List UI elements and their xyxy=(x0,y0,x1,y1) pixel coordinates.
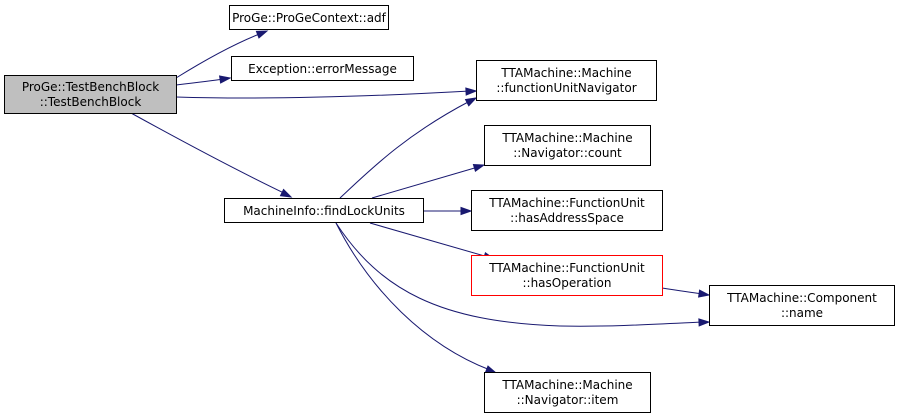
edge-testbenchblock-to-fu-navigator-arrowhead xyxy=(465,87,478,96)
node-component-name-line-1: TTAMachine::Component xyxy=(726,291,877,305)
node-functionunit-hasaddressspace-line-2: ::hasAddressSpace xyxy=(510,211,624,225)
edge-findlockunits-to-count-arrowhead xyxy=(472,163,486,173)
node-navigator-count-line-1: TTAMachine::Machine xyxy=(501,131,632,145)
node-functionunit-hasaddressspace-box xyxy=(471,190,663,231)
edge-findlockunits-to-count xyxy=(371,166,479,199)
nodes-layer: ProGe::TestBenchBlock ::TestBenchBlock P… xyxy=(4,5,895,413)
edge-testbenchblock-to-errormessage xyxy=(175,78,225,86)
node-exception-errormessage[interactable]: Exception::errorMessage xyxy=(231,56,414,81)
node-functionunit-hasaddressspace-line-1: TTAMachine::FunctionUnit xyxy=(488,196,645,210)
edge-findlockunits-to-navigatoritem xyxy=(335,222,491,371)
node-functionunit-hasoperation-box xyxy=(471,255,663,296)
edge-findlockunits-to-hasaddressspace-arrowhead xyxy=(460,206,473,216)
edge-testbenchblock-to-findlockunits xyxy=(130,112,287,195)
node-machineinfo-findlockunits-label: MachineInfo::findLockUnits xyxy=(243,204,405,218)
node-machine-functionunitnavigator-box xyxy=(476,60,657,101)
node-progecontext-adf-label: ProGe::ProGeContext::adf xyxy=(232,11,387,25)
node-navigator-item-line-1: TTAMachine::Machine xyxy=(501,378,632,392)
edge-hasoperation-to-componentname-arrowhead xyxy=(698,289,711,298)
edge-testbenchblock-to-adf-arrowhead xyxy=(255,30,269,39)
node-component-name-box xyxy=(709,285,895,326)
edge-findlockunits-to-hasoperation xyxy=(369,222,489,258)
node-testbenchblock-line-2: ::TestBenchBlock xyxy=(40,95,142,109)
node-exception-errormessage-box xyxy=(231,56,414,81)
node-machineinfo-findlockunits-box xyxy=(224,198,424,223)
edge-findlockunits-to-componentname-arrowhead xyxy=(698,318,711,327)
node-exception-errormessage-label: Exception::errorMessage xyxy=(248,62,397,76)
node-navigator-count-line-2: ::Navigator::count xyxy=(513,146,622,160)
node-functionunit-hasoperation[interactable]: TTAMachine::FunctionUnit ::hasOperation xyxy=(471,255,663,296)
node-machineinfo-findlockunits[interactable]: MachineInfo::findLockUnits xyxy=(224,198,424,223)
edges-layer xyxy=(130,30,711,374)
node-navigator-item[interactable]: TTAMachine::Machine ::Navigator::item xyxy=(484,372,651,413)
edge-findlockunits-to-componentname xyxy=(335,222,704,327)
edge-findlockunits-to-navigatoritem-arrowhead xyxy=(484,365,498,374)
edge-testbenchblock-to-fu-navigator xyxy=(175,90,471,99)
node-navigator-item-box xyxy=(484,372,651,413)
edge-testbenchblock-to-errormessage-arrowhead xyxy=(218,75,232,84)
node-navigator-count-box xyxy=(484,125,651,166)
node-component-name[interactable]: TTAMachine::Component ::name xyxy=(709,285,895,326)
edge-findlockunits-to-fu-navigator xyxy=(339,100,471,199)
node-navigator-item-line-2: ::Navigator::item xyxy=(517,393,619,407)
node-testbenchblock-box xyxy=(4,75,177,114)
node-functionunit-hasoperation-line-1: TTAMachine::FunctionUnit xyxy=(488,261,645,275)
edge-testbenchblock-to-findlockunits-arrowhead xyxy=(279,188,293,198)
node-testbenchblock-line-1: ProGe::TestBenchBlock xyxy=(22,80,159,94)
node-progecontext-adf[interactable]: ProGe::ProGeContext::adf xyxy=(229,5,389,30)
node-testbenchblock[interactable]: ProGe::TestBenchBlock ::TestBenchBlock xyxy=(4,75,177,114)
node-navigator-count[interactable]: TTAMachine::Machine ::Navigator::count xyxy=(484,125,651,166)
node-component-name-line-2: ::name xyxy=(781,306,823,320)
node-functionunit-hasoperation-line-2: ::hasOperation xyxy=(522,276,611,290)
edge-findlockunits-to-fu-navigator-arrowhead xyxy=(464,97,478,107)
node-progecontext-adf-box xyxy=(229,5,389,30)
node-functionunit-hasaddressspace[interactable]: TTAMachine::FunctionUnit ::hasAddressSpa… xyxy=(471,190,663,231)
node-machine-functionunitnavigator-line-2: ::functionUnitNavigator xyxy=(496,81,636,95)
edge-hasoperation-to-componentname xyxy=(661,287,704,295)
node-machine-functionunitnavigator[interactable]: TTAMachine::Machine ::functionUnitNaviga… xyxy=(476,60,657,101)
edge-testbenchblock-to-adf xyxy=(175,32,263,79)
node-machine-functionunitnavigator-line-1: TTAMachine::Machine xyxy=(500,66,631,80)
